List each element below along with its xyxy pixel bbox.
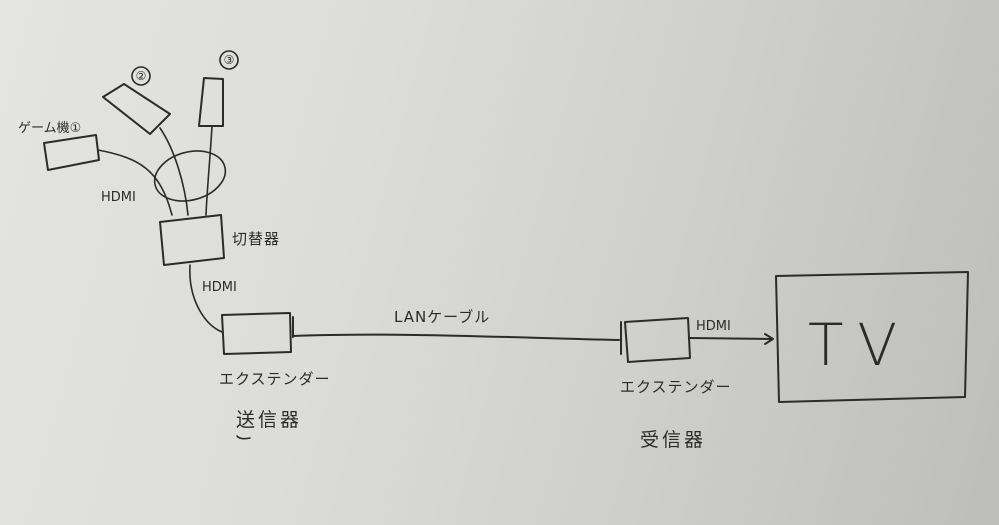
game-console-1-box bbox=[43, 134, 100, 171]
extender-receiver-box bbox=[624, 317, 691, 363]
game-console-3-label: ③ bbox=[224, 53, 235, 67]
tv-box bbox=[775, 271, 969, 403]
lan-cable-label: LANケーブル bbox=[394, 308, 490, 326]
cable-bundle-ellipse bbox=[153, 150, 227, 202]
lan-cable bbox=[292, 333, 620, 341]
game-console-1-label: ゲーム機① bbox=[18, 121, 81, 136]
switcher-label: 切替器 bbox=[232, 230, 280, 248]
hdmi-receiver-to-tv-label: HDMI bbox=[696, 319, 731, 334]
hdmi-cable-3 bbox=[205, 125, 213, 216]
sender-label-line1: エクステンダー bbox=[219, 370, 331, 388]
hdmi-cable-1 bbox=[97, 149, 173, 216]
game-console-3-box bbox=[198, 77, 224, 127]
tv-label: TV bbox=[808, 311, 911, 379]
game-console-3-circle bbox=[219, 50, 239, 70]
hdmi-inputs-label: HDMI bbox=[101, 190, 136, 205]
receiver-label-line1: エクステンダー bbox=[620, 378, 732, 396]
extender-sender-box bbox=[221, 312, 292, 355]
game-console-2-circle bbox=[131, 66, 151, 86]
hdmi-switch-to-sender-label: HDMI bbox=[202, 280, 237, 295]
receiver-label-line2: 受信器 bbox=[640, 429, 706, 451]
hdmi-cable-receiver-to-tv bbox=[689, 337, 773, 340]
sender-label-line2: 送信器 bbox=[236, 409, 302, 431]
sender-underline-mark bbox=[236, 435, 251, 440]
game-console-2-box bbox=[102, 83, 171, 135]
hdmi-cable-2 bbox=[159, 127, 189, 216]
switcher-box bbox=[159, 214, 225, 266]
hdmi-cable-switch-to-sender bbox=[189, 264, 223, 333]
game-console-2-label: ② bbox=[136, 69, 147, 83]
arrow-head-icon bbox=[764, 333, 774, 345]
